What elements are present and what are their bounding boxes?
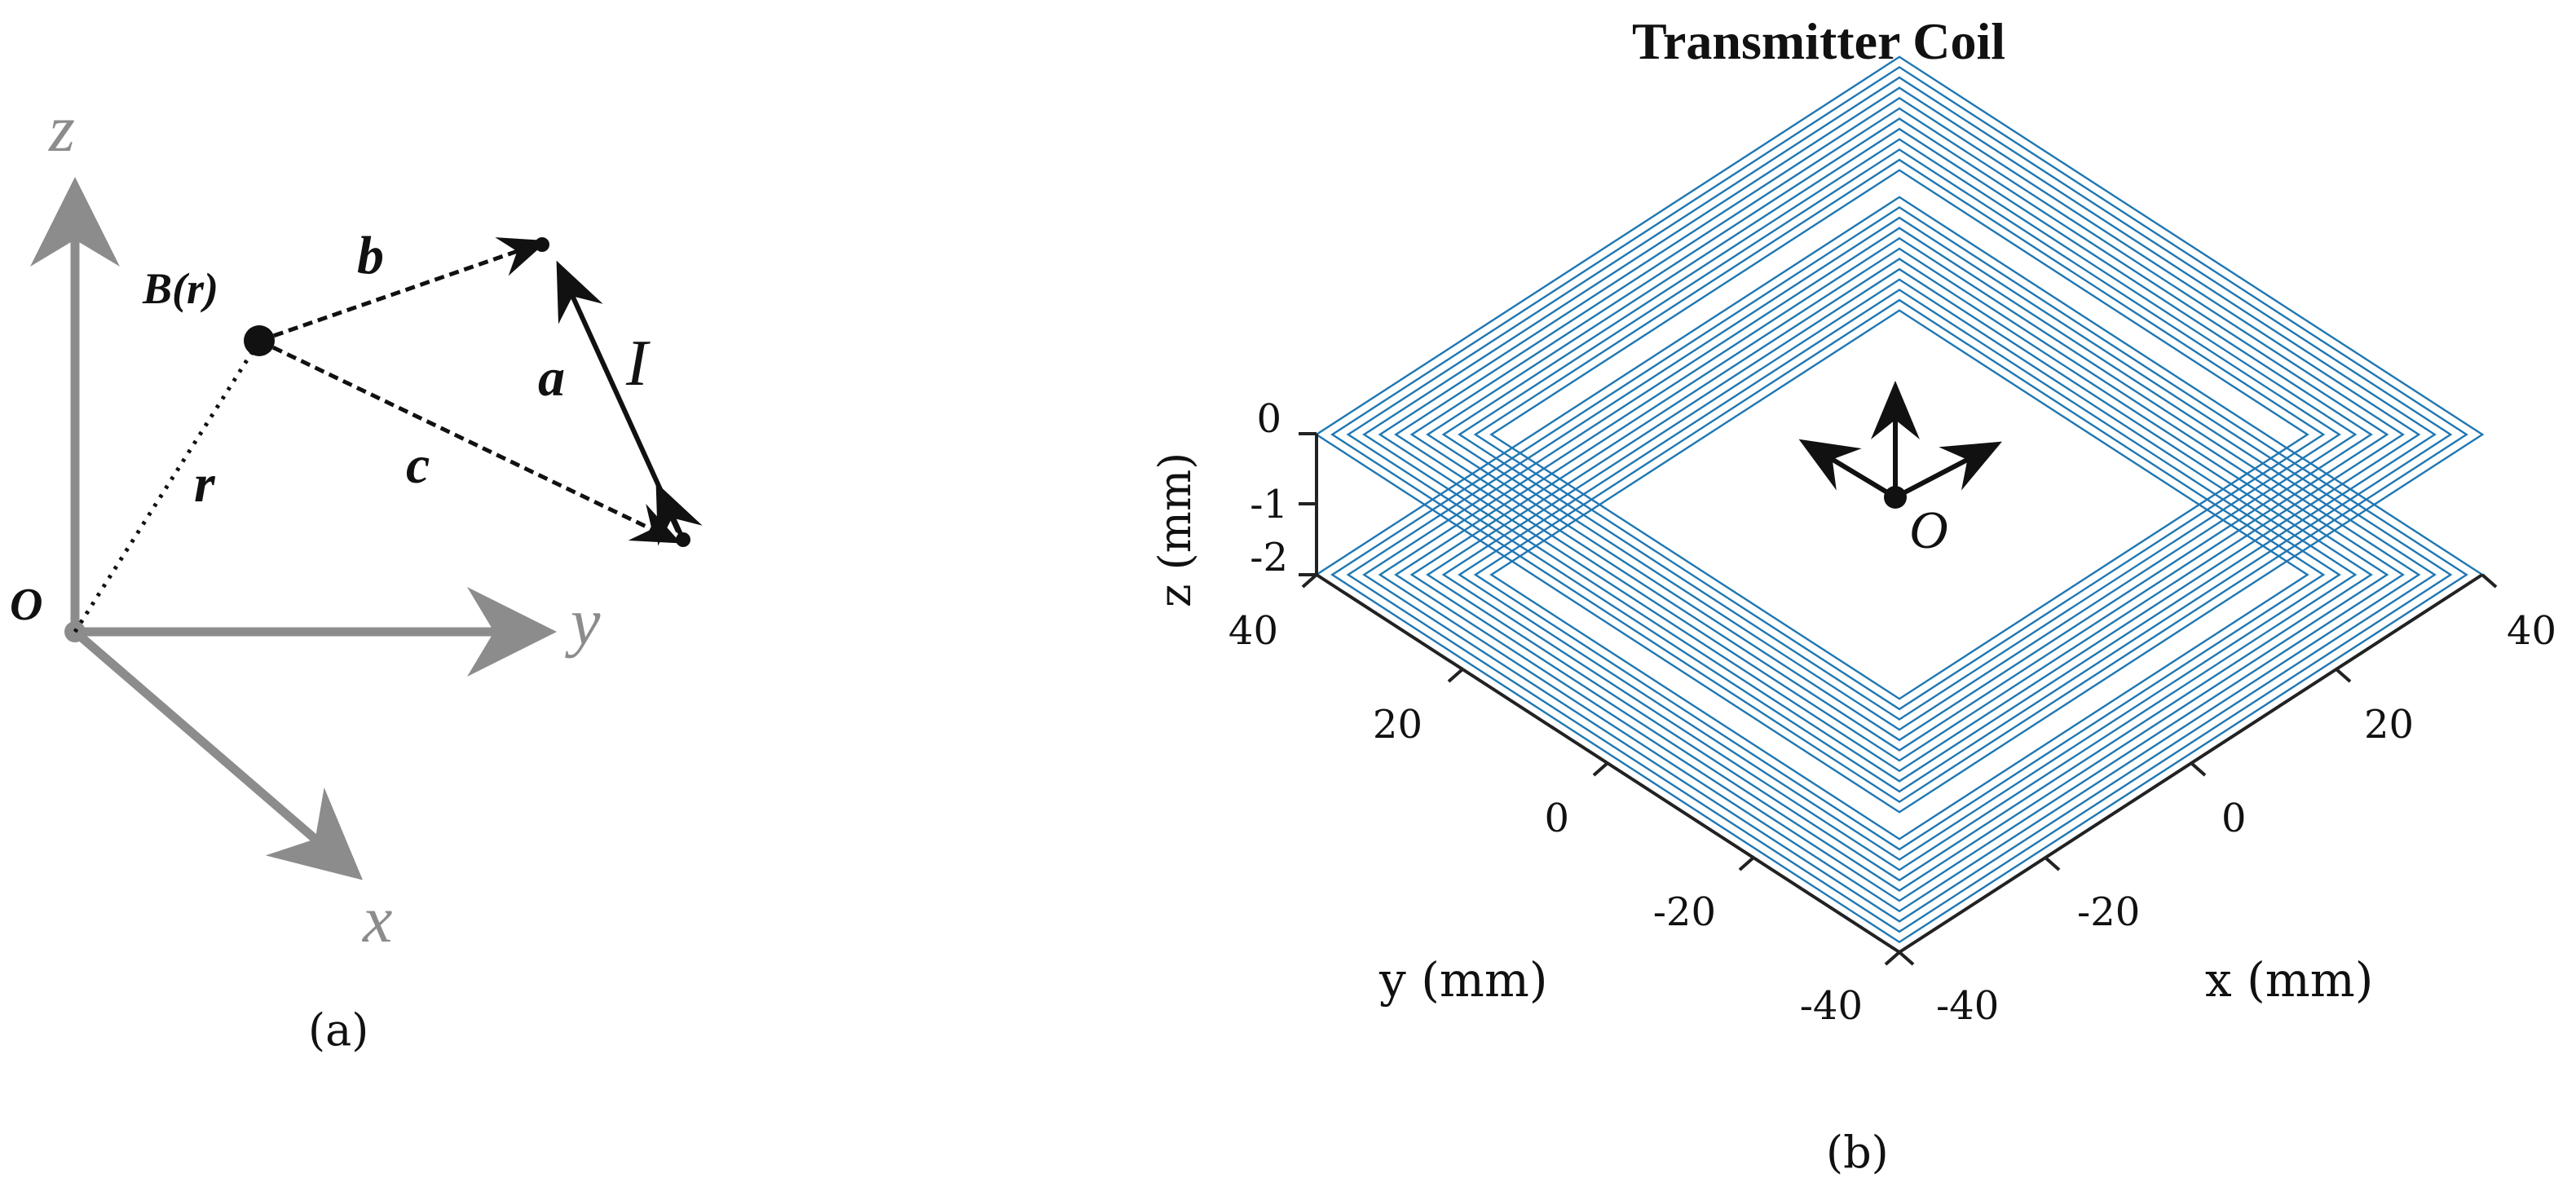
x-tick-40: 40 bbox=[2507, 608, 2556, 654]
current-arrow-tip bbox=[655, 482, 703, 546]
y-ticks: 40 20 0 -20 -40 bbox=[1228, 573, 1901, 1029]
y-tick-40: 40 bbox=[1228, 608, 1278, 654]
current-label: I bbox=[625, 328, 651, 399]
vector-b-label: b bbox=[357, 226, 384, 285]
coil-turn-layer0-2 bbox=[1346, 76, 2453, 793]
vector-c bbox=[258, 338, 681, 544]
vector-c-label: c bbox=[406, 435, 430, 495]
panel-b-label: (b) bbox=[1826, 1127, 1889, 1178]
x-tick-20: 20 bbox=[2364, 702, 2414, 748]
panel-b: Transmitter Coil 0 -1 -2 z (mm) 40 20 0 bbox=[1149, 12, 2556, 1178]
x-axis-label: x (mm) bbox=[2205, 952, 2373, 1008]
origin-label: O bbox=[10, 580, 42, 630]
segment-start-dot bbox=[535, 237, 549, 252]
x-tick-neg40: -40 bbox=[1936, 983, 1999, 1029]
coil-turn-layer0-9 bbox=[1458, 148, 2341, 721]
coil-turn-layer1-4 bbox=[1378, 236, 2421, 913]
box-y-axis bbox=[1315, 573, 1901, 954]
coil-turn-layer1-7 bbox=[1426, 267, 2373, 882]
coil-turn-layer0-4 bbox=[1378, 96, 2421, 773]
y-tick-0: 0 bbox=[1544, 796, 1569, 841]
coil-turn-layer0-11 bbox=[1489, 169, 2309, 700]
z-tick-0: 0 bbox=[1256, 396, 1281, 442]
vector-b bbox=[258, 237, 549, 343]
y-axis-label: y (mm) bbox=[1378, 952, 1547, 1008]
origin-label-b: O bbox=[1909, 501, 1948, 560]
panel-a-label: (a) bbox=[308, 1004, 368, 1056]
box-x-axis bbox=[1898, 573, 2484, 954]
z-tick-2: -2 bbox=[1250, 535, 1288, 580]
coil-turn-layer0-3 bbox=[1362, 86, 2437, 783]
x-tick-0: 0 bbox=[2221, 796, 2247, 841]
point-label: B(r) bbox=[142, 264, 218, 313]
coil-turn-layer1-1 bbox=[1330, 205, 2468, 944]
vector-r bbox=[73, 339, 262, 633]
coil-turn-layer0-8 bbox=[1441, 138, 2358, 731]
z-axis-label: z (mm) bbox=[1149, 452, 1201, 607]
segment-end-dot bbox=[676, 532, 690, 547]
axis-z-label: z bbox=[48, 91, 75, 165]
coil-turn-layer1-9 bbox=[1458, 289, 2341, 861]
axis-y-label: y bbox=[565, 585, 601, 659]
vector-r-label: r bbox=[194, 454, 216, 514]
vector-a-label: a bbox=[538, 348, 565, 408]
origin-frame bbox=[1798, 381, 2002, 509]
field-point-dot bbox=[244, 325, 275, 356]
coil-turn-layer0-6 bbox=[1409, 117, 2389, 752]
coil-turn-layer1-3 bbox=[1362, 227, 2437, 923]
coil-turn-layer1-6 bbox=[1409, 258, 2389, 892]
coil-turn-layer1-8 bbox=[1441, 278, 2358, 871]
coil-turn-layer0-10 bbox=[1473, 158, 2326, 711]
axis-x-arrow bbox=[72, 628, 363, 880]
y-tick-20: 20 bbox=[1373, 702, 1423, 748]
coil-turn-layer1-2 bbox=[1346, 216, 2453, 933]
coil-turn-layer1-5 bbox=[1394, 247, 2405, 902]
y-tick-neg40: -40 bbox=[1800, 983, 1863, 1029]
axis-x-label: x bbox=[362, 882, 392, 956]
origin-dot-b bbox=[1884, 486, 1907, 509]
y-tick-neg20: -20 bbox=[1653, 889, 1716, 935]
coil-turn-layer1-10 bbox=[1473, 298, 2326, 851]
z-ticks: 0 -1 -2 bbox=[1250, 396, 1317, 580]
coil-turn-layer1-11 bbox=[1489, 309, 2309, 840]
coil-turn-layer0-7 bbox=[1426, 127, 2373, 742]
z-tick-1: -1 bbox=[1250, 482, 1288, 527]
panel-a: z y x O B(r) b a c r I (a) bbox=[10, 91, 703, 1056]
x-ticks: -40 -20 0 20 40 bbox=[1898, 573, 2556, 1029]
coil-turn-layer0-5 bbox=[1394, 107, 2405, 762]
chart-title: Transmitter Coil bbox=[1632, 12, 2005, 70]
coil-turn-layer0-1 bbox=[1330, 65, 2468, 804]
x-tick-neg20: -20 bbox=[2077, 889, 2140, 935]
